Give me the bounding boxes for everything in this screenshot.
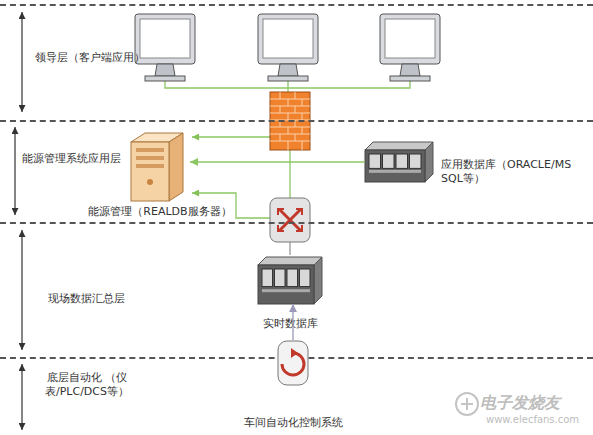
rack-vent <box>369 170 421 173</box>
layer-label: 领导层（客户端应用） <box>35 51 175 65</box>
layer-band: 能源管理系统应用层能源管理（REALDB服务器）应用数据库（ORACLE/MS … <box>0 120 593 222</box>
device-node: 能源管理（REALDB服务器） <box>125 130 190 202</box>
wire <box>289 242 290 255</box>
controller-body <box>278 341 308 385</box>
rack-side <box>314 257 322 304</box>
layer-band: 现场数据汇总层实时数据库 <box>0 222 593 357</box>
drive-bay <box>287 269 298 287</box>
device-node: 实时数据库 <box>258 257 322 304</box>
cycle-arrow-head <box>291 348 298 358</box>
monitor-icon <box>135 14 195 81</box>
span-arrow <box>21 12 22 112</box>
monitor-frame <box>380 14 440 64</box>
switch-arrows <box>279 209 301 231</box>
monitor-base <box>390 76 430 81</box>
connector <box>190 161 365 162</box>
monitor-icon <box>380 14 440 81</box>
drive-bay <box>300 269 311 287</box>
monitor-base <box>145 76 185 81</box>
monitor-screen <box>263 19 313 58</box>
wire <box>287 81 288 92</box>
monitor-neck <box>155 64 175 76</box>
span-arrow <box>21 230 22 350</box>
rack-front <box>258 265 314 304</box>
layer-label: 现场数据汇总层 <box>48 292 158 306</box>
watermark-text: www.elecfans.com <box>486 414 579 425</box>
drive-bay <box>275 269 286 287</box>
monitor-icon <box>258 14 318 81</box>
wire <box>289 150 290 198</box>
control-icon <box>275 340 311 386</box>
connector <box>292 304 293 340</box>
drive-bay <box>410 154 422 168</box>
rack-front <box>365 150 425 182</box>
monitor-screen <box>140 19 190 58</box>
drive-slot <box>136 164 164 168</box>
layer-label: 底层自动化 （仪表/PLC/DCS等） <box>28 371 146 399</box>
wire <box>192 136 270 137</box>
span-arrow <box>14 127 15 215</box>
drive-bay <box>369 154 381 168</box>
device-label: 实时数据库 <box>240 317 340 331</box>
drive-slot <box>136 156 164 160</box>
device-node: 应用数据库（ORACLE/MS SQL等） <box>365 142 433 182</box>
switch-body <box>270 198 310 242</box>
rack-top <box>258 257 322 265</box>
rack-icon <box>365 142 433 182</box>
drive-bay <box>396 154 408 168</box>
switch-arrow-heads <box>278 209 302 231</box>
rack-side <box>425 142 433 182</box>
drive-slot <box>136 148 164 152</box>
layer-label: 能源管理系统应用层 <box>22 152 142 166</box>
layer-band: 领导层（客户端应用） <box>0 4 593 120</box>
rack-icon <box>258 257 322 304</box>
device-label: 能源管理（REALDB服务器） <box>85 205 235 219</box>
drive-bay <box>383 154 395 168</box>
monitor-base <box>268 76 308 81</box>
span-arrow <box>21 364 22 430</box>
monitor-neck <box>400 64 420 76</box>
network-wires <box>165 81 410 255</box>
tower-front <box>131 142 169 201</box>
tower-side <box>169 133 183 201</box>
device-label: 车间自动化控制系统 <box>223 416 363 430</box>
monitor-screen <box>385 19 435 58</box>
monitor-frame <box>258 14 318 64</box>
switch-icon <box>270 198 310 242</box>
logo-cross <box>461 398 473 410</box>
watermark-logo <box>456 393 478 415</box>
device-node: 车间自动化控制系统 <box>275 340 311 386</box>
layer-span-arrows <box>15 12 22 430</box>
logo-ring <box>456 393 478 415</box>
watermark-text: 电子发烧友 <box>480 393 560 414</box>
rack-top <box>365 142 433 150</box>
device-label: 应用数据库（ORACLE/MS SQL等） <box>441 158 573 186</box>
monitor-neck <box>278 64 298 76</box>
power-button <box>147 179 153 185</box>
rack-vent <box>262 289 310 292</box>
drive-bay <box>262 269 273 287</box>
tower-icon <box>125 130 190 202</box>
